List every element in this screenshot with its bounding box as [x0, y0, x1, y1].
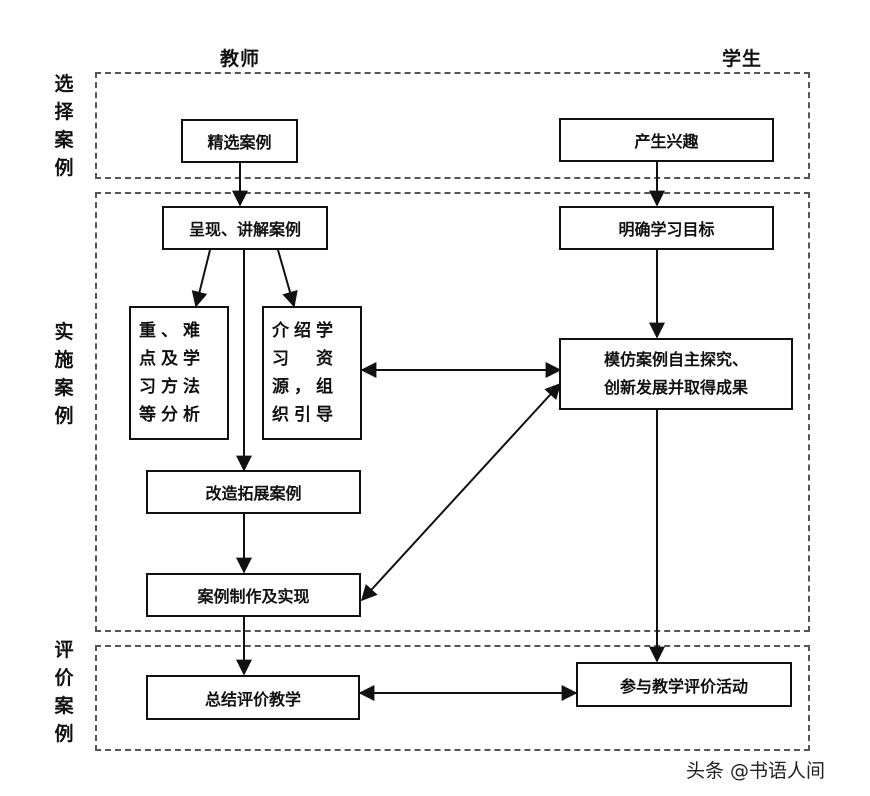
node-summary: 总结评价教学 — [146, 675, 360, 720]
watermark: 头条 @书语人间 — [686, 760, 826, 782]
arrow-make-imitate — [360, 382, 562, 602]
node-imitate-line: 创新发展并取得成果 — [603, 378, 748, 397]
stage-label-evaluate: 评价案例 — [54, 639, 74, 745]
arrow-present-to-keypoints — [191, 249, 211, 308]
stage-box-implement — [95, 192, 810, 632]
node-resources-line: 介绍学 — [272, 321, 338, 341]
node-make-case: 案例制作及实现 — [146, 573, 361, 617]
node-clarify-goal: 明确学习目标 — [559, 206, 774, 250]
node-imitate: 模仿案例自主探究、 创新发展并取得成果 — [559, 338, 793, 410]
node-key-points-line: 重、难 — [139, 321, 205, 341]
node-key-points: 重、难 点及学 习方法 等分析 — [129, 306, 229, 440]
stage-label-implement: 实施案例 — [54, 321, 74, 427]
node-resources-line: 源，组 — [272, 377, 338, 397]
node-interest: 产生兴趣 — [559, 118, 774, 162]
node-select-case: 精选案例 — [181, 119, 298, 163]
arrow-present-to-resources — [277, 249, 298, 308]
teacher-column-header: 教师 — [220, 48, 261, 70]
student-column-header: 学生 — [722, 48, 763, 70]
stage-box-select — [95, 72, 810, 179]
node-key-points-line: 习方法 — [139, 377, 205, 397]
node-imitate-line: 模仿案例自主探究、 — [603, 350, 748, 369]
node-key-points-line: 点及学 — [139, 349, 205, 369]
node-resources-line: 织引导 — [272, 405, 338, 425]
node-present-case: 呈现、讲解案例 — [162, 206, 328, 250]
stage-label-select: 选择案例 — [54, 73, 74, 179]
node-resources: 介绍学 习 资 源，组 织引导 — [262, 306, 362, 440]
node-extend-case: 改造拓展案例 — [146, 470, 361, 514]
stage-box-evaluate — [95, 645, 810, 751]
node-key-points-line: 等分析 — [139, 405, 205, 425]
node-participate: 参与教学评价活动 — [576, 662, 792, 707]
node-resources-line: 习 资 — [272, 349, 338, 369]
